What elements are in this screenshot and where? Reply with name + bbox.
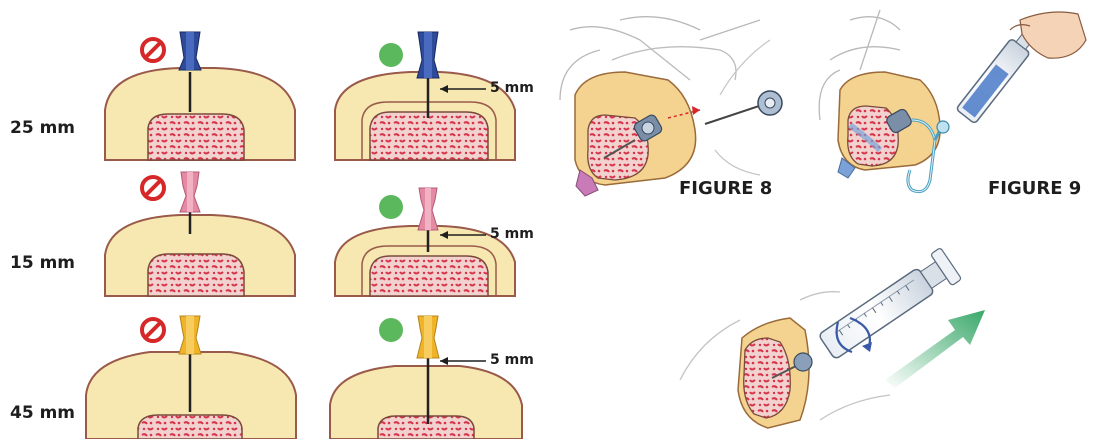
depth-label-25mm: 5 mm — [490, 80, 534, 96]
row-25mm-incorrect — [105, 32, 295, 160]
green-dot-icon — [379, 318, 403, 342]
green-dot-icon — [379, 195, 403, 219]
row-25mm-correct — [335, 32, 515, 160]
green-dot-icon — [379, 43, 403, 67]
syringe-withdrawal-illustration — [680, 248, 985, 428]
figure-9-illustration — [819, 10, 1086, 192]
needle-size-label-25mm: 25 mm — [10, 118, 75, 138]
depth-label-45mm: 5 mm — [490, 352, 534, 368]
figure-8-caption: FIGURE 8 — [679, 178, 772, 199]
row-15mm-correct — [335, 188, 515, 296]
prohibited-icon — [142, 39, 164, 61]
needle-size-label-15mm: 15 mm — [10, 253, 75, 273]
row-45mm-incorrect — [86, 316, 296, 439]
row-45mm-correct — [330, 316, 522, 439]
depth-label-15mm: 5 mm — [490, 226, 534, 242]
prohibited-icon — [142, 177, 164, 199]
figure-9-caption: FIGURE 9 — [988, 178, 1081, 199]
prohibited-icon — [142, 319, 164, 341]
figure-8-illustration — [560, 17, 782, 196]
row-15mm-incorrect — [105, 172, 295, 296]
needle-size-label-45mm: 45 mm — [10, 403, 75, 423]
